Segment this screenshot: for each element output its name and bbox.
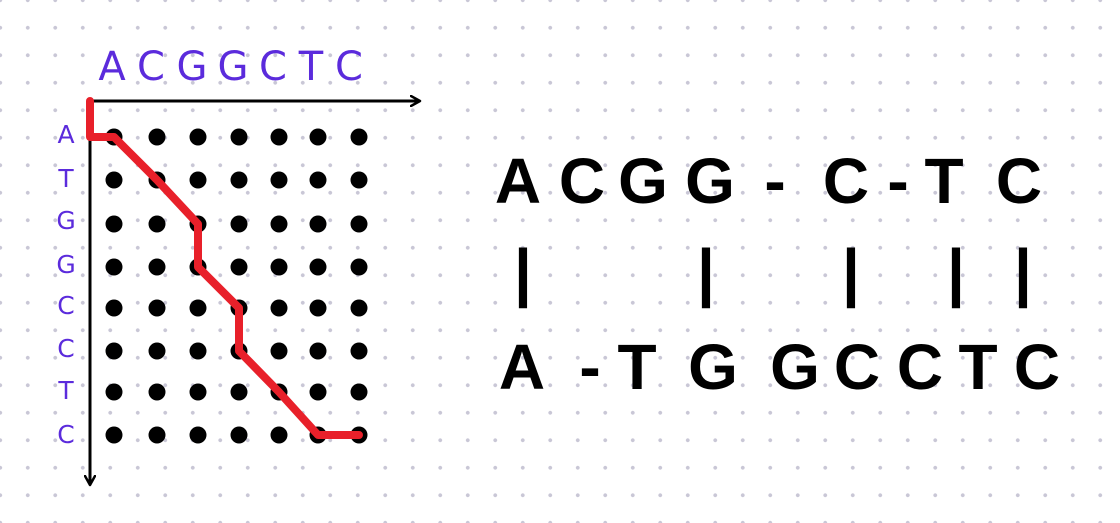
grid-dot — [350, 215, 368, 233]
top-sequence-letter: T — [298, 44, 324, 90]
left-sequence-letter: C — [57, 291, 74, 320]
grid-dot — [230, 258, 248, 276]
grid-dot — [230, 128, 248, 146]
alignment-bottom-char: T — [617, 331, 656, 403]
grid-dot — [309, 171, 327, 189]
alignment-match-bar: | — [514, 236, 532, 309]
grid-dot — [148, 299, 166, 317]
top-sequence-letter: C — [137, 44, 165, 90]
grid-dot — [189, 426, 207, 444]
grid-dot — [230, 215, 248, 233]
alignment-match-bar: | — [842, 236, 860, 309]
grid-dot — [350, 383, 368, 401]
grid-dot — [350, 171, 368, 189]
left-sequence-letter: C — [57, 334, 74, 363]
alignment-match-bar: | — [947, 236, 965, 309]
alignment-top-char: C — [559, 145, 605, 217]
grid-dot — [350, 299, 368, 317]
alignment-top-char: A — [495, 145, 541, 217]
alignment-bottom-char: - — [579, 331, 600, 403]
alignment-top-char: C — [996, 145, 1042, 217]
alignment-top-char: T — [924, 145, 963, 217]
grid-dot — [105, 299, 123, 317]
left-sequence-letter: A — [57, 120, 74, 149]
alignment-top-char: - — [764, 145, 785, 217]
alignment-top-row: A C G G - C - T C — [495, 145, 1042, 217]
alignment-path — [86, 97, 363, 439]
grid-dot — [350, 258, 368, 276]
grid-dot — [270, 342, 288, 360]
grid-dot — [230, 171, 248, 189]
grid-dot — [148, 342, 166, 360]
alignment-bottom-char: T — [958, 331, 997, 403]
alignment-bottom-char: A — [499, 331, 545, 403]
top-sequence-letter: C — [259, 44, 287, 90]
top-sequence-letter: G — [177, 44, 208, 90]
alignment-bottom-char: G — [688, 331, 738, 403]
alignment-bottom-char: G — [770, 331, 820, 403]
top-sequence: A C G G C T C — [98, 44, 363, 90]
grid-dot — [105, 342, 123, 360]
grid-dot — [148, 426, 166, 444]
grid-dot — [105, 171, 123, 189]
grid-dot — [189, 171, 207, 189]
grid-dot — [105, 258, 123, 276]
alignment-top-char: - — [887, 145, 908, 217]
dot-grid — [105, 128, 368, 444]
grid-dot — [270, 128, 288, 146]
left-sequence-letter: T — [57, 376, 74, 405]
grid-dot — [105, 215, 123, 233]
grid-dot — [309, 128, 327, 146]
left-sequence-letter: G — [56, 206, 75, 235]
grid-dot — [270, 171, 288, 189]
grid-dot — [309, 383, 327, 401]
grid-dot — [270, 215, 288, 233]
grid-dot — [309, 342, 327, 360]
alignment-bottom-char: C — [834, 331, 880, 403]
grid-dot — [230, 426, 248, 444]
grid-dot — [270, 299, 288, 317]
grid-dot — [148, 215, 166, 233]
alignment-top-char: G — [685, 145, 735, 217]
top-sequence-letter: A — [98, 44, 126, 90]
grid-dot — [189, 128, 207, 146]
alignment-match-bars: | | | | | — [514, 236, 1032, 309]
left-sequence: A T G G C C T C — [56, 120, 75, 449]
alignment-match-bar: | — [697, 236, 715, 309]
grid-dot — [148, 258, 166, 276]
grid-dot — [230, 383, 248, 401]
grid-dot — [350, 342, 368, 360]
alignment-top-char: G — [618, 145, 668, 217]
grid-dot — [270, 426, 288, 444]
alignment-bottom-char: C — [1014, 331, 1060, 403]
alignment-bottom-char: C — [897, 331, 943, 403]
left-sequence-letter: C — [57, 420, 74, 449]
grid-dot — [148, 383, 166, 401]
grid-dot — [309, 258, 327, 276]
grid-dot — [105, 383, 123, 401]
left-sequence-letter: T — [57, 164, 74, 193]
grid-dot — [309, 215, 327, 233]
grid-dot — [189, 342, 207, 360]
alignment-match-bar: | — [1014, 236, 1032, 309]
top-sequence-letter: G — [218, 44, 249, 90]
alignment-bottom-row: A - T G G C C T C — [499, 331, 1060, 403]
grid-dot — [270, 258, 288, 276]
grid-dot — [105, 426, 123, 444]
grid-dot — [189, 383, 207, 401]
grid-dot — [350, 128, 368, 146]
alignment-top-char: C — [823, 145, 869, 217]
left-sequence-letter: G — [56, 250, 75, 279]
top-sequence-letter: C — [335, 44, 363, 90]
grid-dot — [309, 299, 327, 317]
grid-dot — [148, 128, 166, 146]
grid-dot — [189, 299, 207, 317]
